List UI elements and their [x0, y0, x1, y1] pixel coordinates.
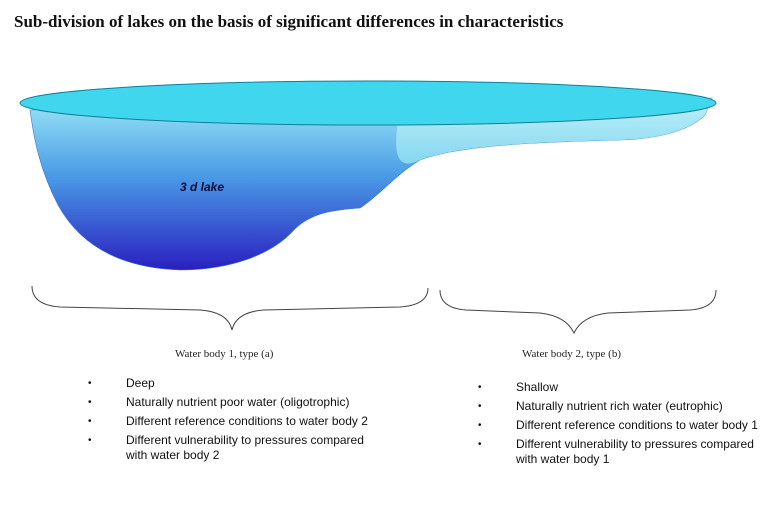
- list-item: Different vulnerability to pressures com…: [478, 437, 773, 467]
- list-item: Different vulnerability to pressures com…: [88, 433, 388, 463]
- brace-water-body-b: [439, 289, 717, 335]
- caption-water-body-a: Water body 1, type (a): [175, 348, 274, 360]
- list-item: Shallow: [478, 380, 773, 395]
- diagram-title: Sub-division of lakes on the basis of si…: [14, 12, 564, 31]
- lake-label: 3 d lake: [180, 180, 225, 194]
- water-body-b-list: Shallow Naturally nutrient rich water (e…: [478, 380, 773, 471]
- list-item: Deep: [88, 376, 388, 391]
- list-item: Naturally nutrient rich water (eutrophic…: [478, 399, 773, 414]
- lake-surface: [19, 80, 717, 126]
- list-item: Naturally nutrient poor water (oligotrop…: [88, 395, 388, 410]
- water-body-a-list: Deep Naturally nutrient poor water (olig…: [88, 376, 388, 467]
- brace-water-body-a: [31, 285, 429, 331]
- list-item: Different reference conditions to water …: [478, 418, 773, 433]
- caption-water-body-b: Water body 2, type (b): [522, 348, 621, 360]
- list-item: Different reference conditions to water …: [88, 414, 388, 429]
